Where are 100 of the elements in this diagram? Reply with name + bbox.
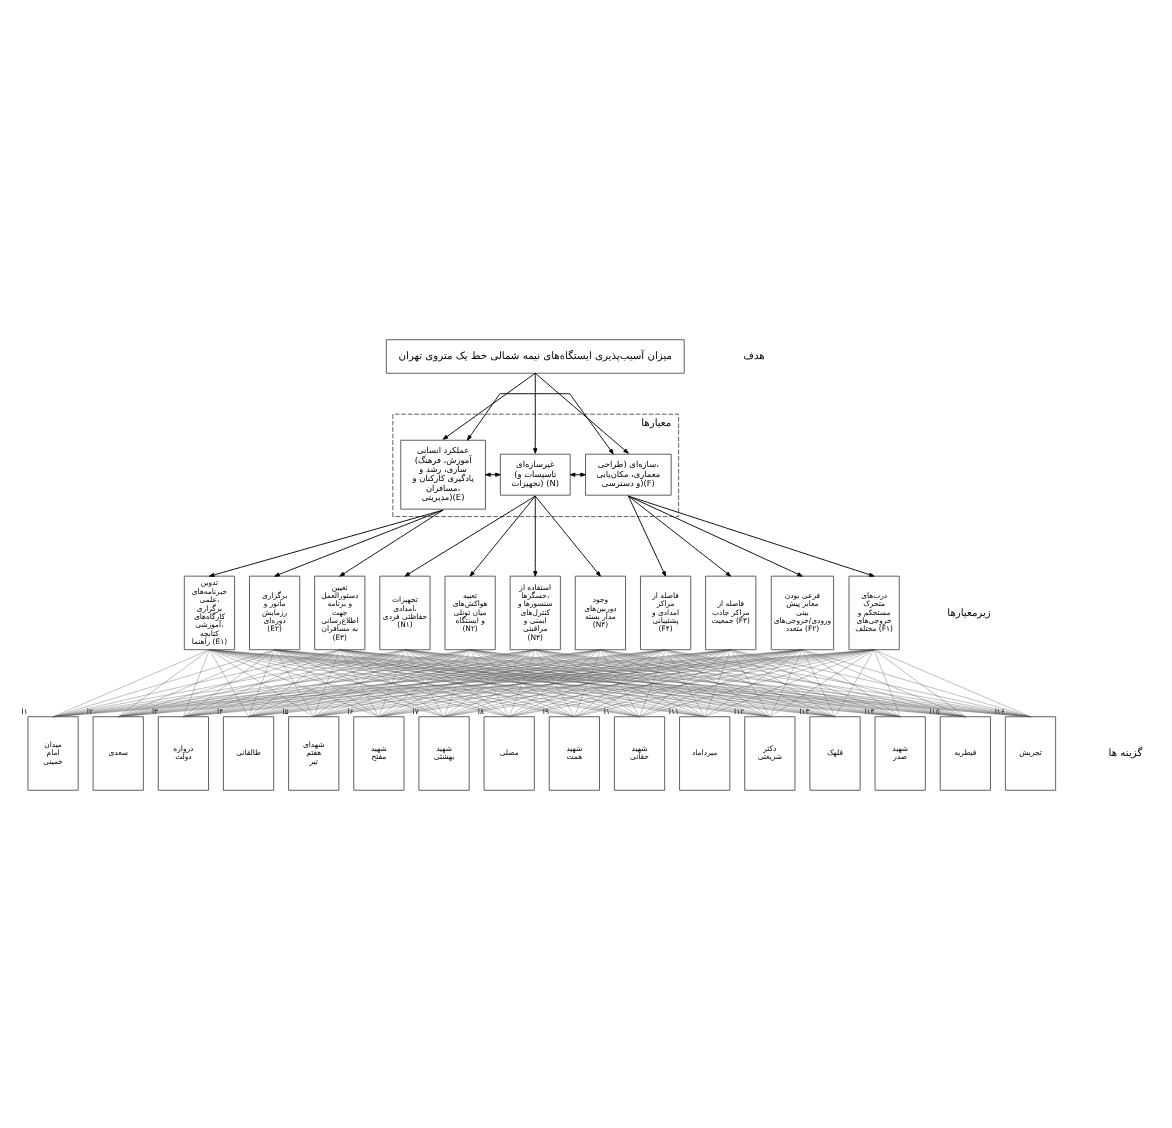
connector xyxy=(665,648,966,716)
connector xyxy=(52,648,210,716)
connector xyxy=(665,648,836,716)
connector xyxy=(574,648,601,716)
connector xyxy=(834,648,875,716)
arrow xyxy=(442,371,536,439)
arrow xyxy=(466,392,614,454)
connector xyxy=(535,648,640,716)
connector xyxy=(469,648,510,716)
connector xyxy=(873,648,966,716)
connector xyxy=(248,648,536,716)
connector xyxy=(535,648,771,716)
connector xyxy=(600,648,771,716)
connector xyxy=(404,648,575,716)
connector xyxy=(639,648,666,716)
connector xyxy=(378,648,406,716)
connector xyxy=(730,648,901,716)
arrow xyxy=(534,371,629,453)
connector xyxy=(443,648,666,716)
connector xyxy=(730,648,966,716)
connector xyxy=(469,648,575,716)
arrow xyxy=(339,508,444,576)
connector xyxy=(52,648,275,716)
connector xyxy=(802,648,966,716)
connector xyxy=(639,648,803,716)
connector xyxy=(209,648,380,716)
connector xyxy=(769,648,803,716)
connector xyxy=(209,648,445,716)
arrow xyxy=(469,494,536,576)
connector xyxy=(600,648,836,716)
connector xyxy=(183,648,275,716)
connector xyxy=(209,648,249,716)
connector xyxy=(183,648,406,716)
arrow xyxy=(627,494,875,576)
connector xyxy=(339,648,380,716)
connector xyxy=(443,648,471,716)
connector xyxy=(509,648,601,716)
arrow xyxy=(274,508,444,576)
arrow xyxy=(209,508,444,576)
connector xyxy=(665,648,705,716)
connector xyxy=(209,648,314,716)
connector xyxy=(443,648,803,716)
connector xyxy=(274,648,445,716)
connector xyxy=(313,648,471,716)
connector xyxy=(802,648,901,716)
connector xyxy=(118,648,340,716)
arrow xyxy=(533,494,538,576)
arrow xyxy=(533,371,538,453)
connector xyxy=(183,648,340,716)
connector xyxy=(704,648,803,716)
connector xyxy=(248,648,471,716)
connector xyxy=(274,648,380,716)
connector xyxy=(509,648,803,716)
connector xyxy=(730,648,771,716)
connector xyxy=(404,648,640,716)
connector xyxy=(248,648,275,716)
connector xyxy=(118,648,471,716)
connector xyxy=(665,648,1031,716)
connector xyxy=(404,648,510,716)
connector xyxy=(52,648,340,716)
connector xyxy=(574,648,875,716)
connector xyxy=(469,648,705,716)
connector xyxy=(509,648,731,716)
connector xyxy=(769,648,875,716)
connector xyxy=(600,648,705,716)
connector xyxy=(443,648,731,716)
connector xyxy=(509,648,536,716)
connector xyxy=(443,648,601,716)
connector xyxy=(339,648,510,716)
connector xyxy=(313,648,340,716)
connector xyxy=(639,648,875,716)
arrow xyxy=(627,494,732,576)
connector xyxy=(443,648,536,716)
connector xyxy=(378,648,601,716)
connector xyxy=(730,648,1031,716)
connector xyxy=(274,648,314,716)
connector xyxy=(52,648,406,716)
arrow xyxy=(627,494,667,576)
connector xyxy=(183,648,471,716)
connector xyxy=(802,648,1031,716)
connector xyxy=(873,648,1031,716)
connector xyxy=(802,648,836,716)
connector xyxy=(730,648,836,716)
connector xyxy=(378,648,536,716)
connector xyxy=(704,648,731,716)
connector xyxy=(535,648,575,716)
connector xyxy=(378,648,666,716)
connector xyxy=(535,648,705,716)
connector xyxy=(665,648,901,716)
connector xyxy=(509,648,666,716)
connector xyxy=(248,648,406,716)
connector xyxy=(639,648,731,716)
connector xyxy=(574,648,803,716)
connector xyxy=(665,648,771,716)
connector xyxy=(313,648,406,716)
connector xyxy=(248,648,340,716)
connector xyxy=(469,648,640,716)
connector xyxy=(118,648,406,716)
connector xyxy=(183,648,210,716)
connector xyxy=(600,648,640,716)
